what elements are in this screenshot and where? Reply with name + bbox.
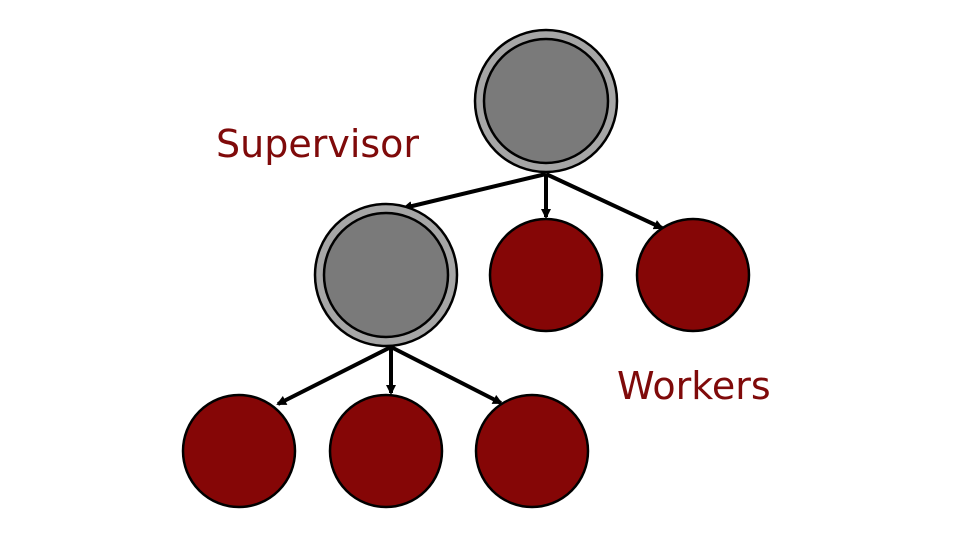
child-supervisor-node-inner [322,211,450,339]
root-supervisor-node-inner [482,37,610,165]
supervisor-label: Supervisor [216,122,420,166]
worker-node-5 [474,393,590,509]
arrow-root-to-supervisor [402,172,547,211]
arrow-sub-to-worker-3 [276,345,392,406]
workers-label: Workers [617,364,771,408]
arrow-sub-to-worker-5 [390,345,503,405]
worker-node-1 [488,217,604,333]
worker-node-3 [181,393,297,509]
nodes [181,28,751,509]
worker-node-4 [328,393,444,509]
worker-node-2 [635,217,751,333]
edges [276,172,664,406]
child-supervisor-node [313,202,459,348]
arrow-root-to-worker-2 [545,172,664,230]
root-supervisor-node [473,28,619,174]
